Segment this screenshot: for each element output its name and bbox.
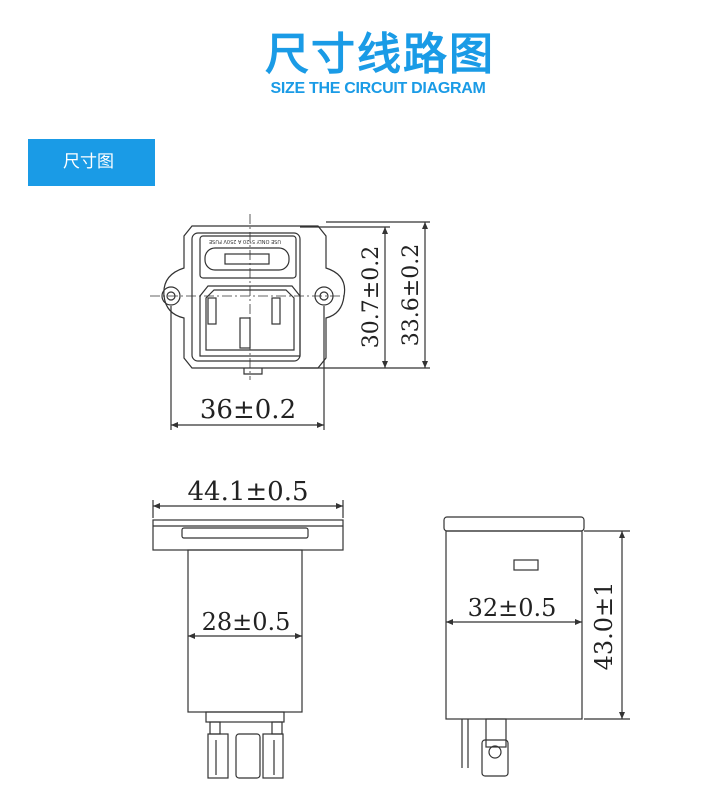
left-side-view [152,519,344,779]
right-side-view [443,516,585,777]
page-title: 尺寸线路图 [265,29,495,80]
front-width-dim: 36±0.2 [200,395,296,425]
right-height-dim: 43.0±1 [590,582,618,671]
section-tag: 尺寸图 [28,139,155,186]
front-height-outer-dim: 33.6±0.2 [399,244,424,346]
right-body-width-dim: 32±0.5 [468,594,557,622]
page-subtitle: SIZE THE CIRCUIT DIAGRAM [270,80,486,97]
left-body-width-dim: 28±0.5 [202,608,291,636]
front-view [161,225,346,375]
front-height-inner-dim: 30.7±0.2 [359,246,384,348]
flange-width-dim: 44.1±0.5 [187,477,308,507]
fuse-label: USE ONLY 5*20 A 250V FUSE [209,238,281,244]
